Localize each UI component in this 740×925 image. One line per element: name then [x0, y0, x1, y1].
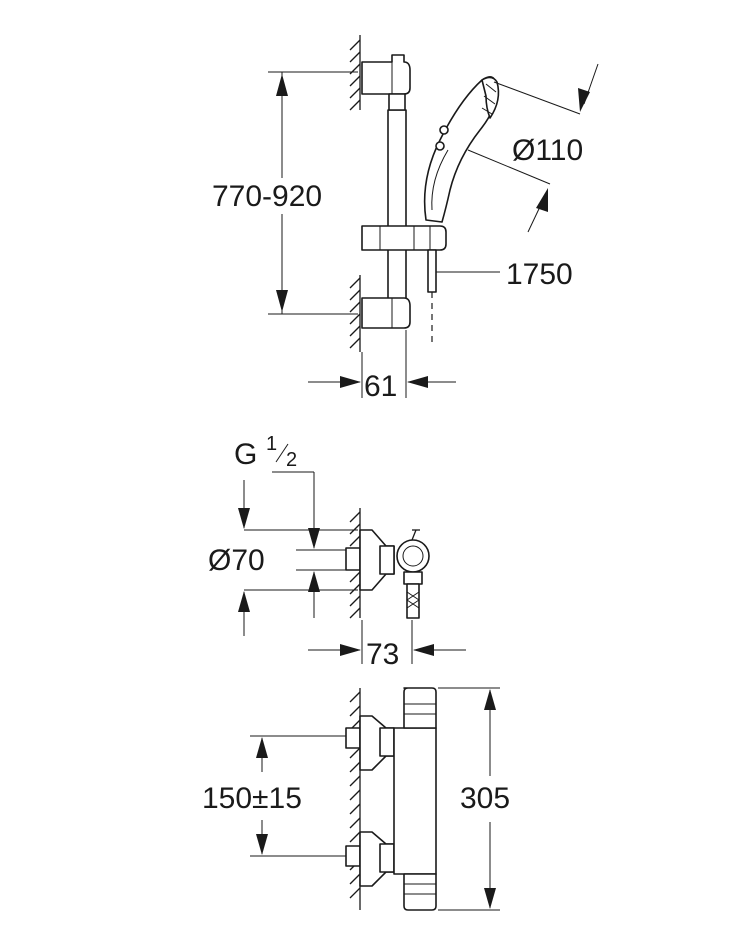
dim-handshower-diameter-label: Ø110: [512, 134, 583, 167]
shower-rail-view: 770-920 Ø110 1750 61: [212, 35, 599, 403]
top-handle: [403, 687, 437, 729]
wall-hatch-bottom: [349, 688, 361, 910]
dim-mixer-projection: [308, 620, 466, 664]
dim-thread: [272, 471, 346, 618]
mixer-body-side: [396, 539, 430, 573]
wall-hatch-upper: [349, 35, 361, 111]
dim-hose-length-label: 1750: [506, 258, 573, 291]
dim-thread-label: G: [234, 438, 257, 471]
dim-rail-projection: [308, 330, 456, 398]
dim-mixer-length: [438, 687, 500, 911]
dim-center-distance-label: 150±15: [202, 782, 302, 815]
shower-rail: [387, 109, 407, 311]
lower-bracket: [361, 297, 411, 329]
mixer-body: [393, 727, 437, 875]
bottom-handle: [403, 873, 437, 911]
dim-rail-projection-label: 61: [364, 370, 397, 403]
upper-bracket: [361, 54, 411, 95]
mixer-side-view: Ø70 G 1 2 73: [208, 433, 466, 671]
dim-rosette-diameter-label: Ø70: [208, 544, 265, 577]
dim-mixer-projection-label: 73: [366, 638, 399, 671]
dim-thread-denominator: 2: [286, 449, 297, 471]
dim-rail-height-label: 770-920: [212, 180, 322, 213]
mixer-outlet: [406, 583, 420, 619]
mixer-front-view: 150±15 305: [202, 687, 510, 911]
dim-handshower-diameter: [467, 63, 599, 233]
dim-center-distance: [250, 735, 346, 857]
wall-hatch-lower: [349, 275, 361, 352]
dim-mixer-length-label: 305: [460, 782, 510, 815]
dim-rosette-diameter: [238, 480, 358, 636]
dim-thread-numerator: 1: [266, 433, 277, 455]
hose-connector: [427, 249, 437, 293]
hand-shower: [423, 76, 500, 223]
handshower-holder: [361, 225, 447, 251]
dim-rail-height: [268, 71, 358, 315]
